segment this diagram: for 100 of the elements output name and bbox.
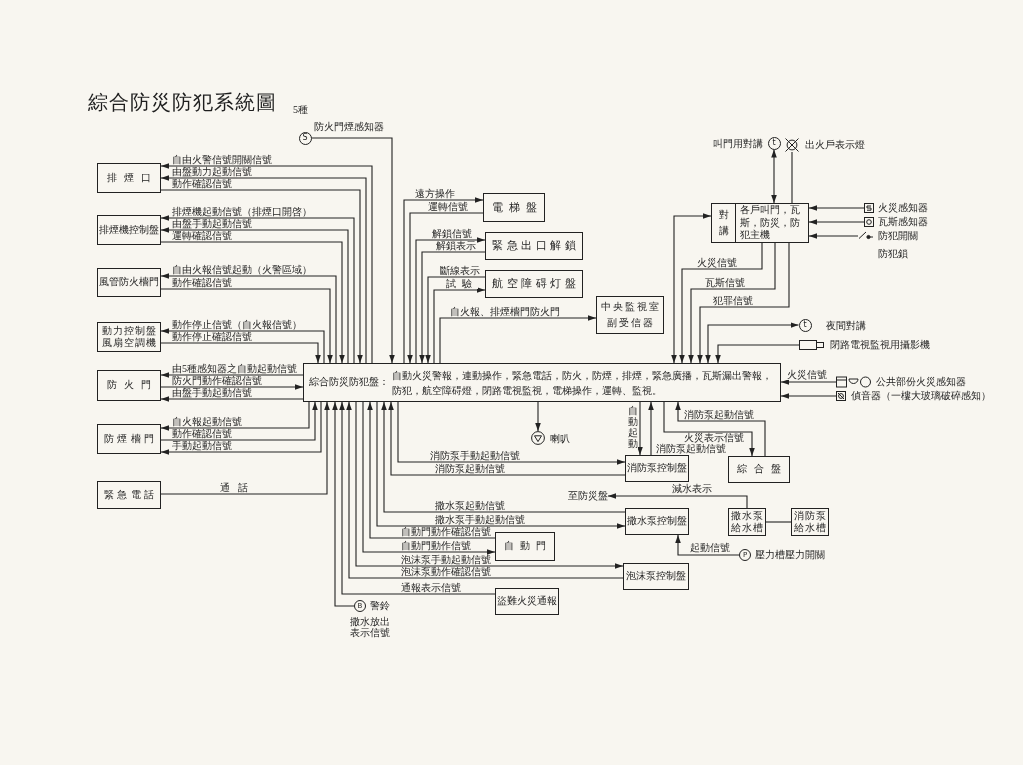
arrow (160, 328, 325, 364)
edge-label: 消防泵手動起動信號 (430, 451, 520, 461)
arrow (160, 401, 318, 441)
symbol-label: 火災感知器 (878, 202, 928, 213)
arrow (332, 401, 355, 607)
edge-label: 自火報起動信號 (172, 417, 242, 427)
arrow (697, 242, 790, 364)
sensor-icon (864, 217, 874, 227)
arrow (535, 401, 541, 432)
panel-text: 自動火災警報，連動操作，緊急電話，防火，防煙，排煙，緊急廣播，瓦斯漏出警報，防犯，航空障碍燈，閉路電視監視，電梯操作，運轉、監視。 (392, 368, 773, 398)
panel-box (303, 363, 781, 402)
arrow (439, 315, 597, 364)
equipment-box: 泡沫泵控制盤 (623, 563, 689, 590)
equipment-box: 消防泵控制盤 (625, 455, 689, 482)
edge-label: 防火門動作確認信號 (172, 376, 262, 386)
note-label: 防犯鎖 (878, 248, 908, 259)
arrow (160, 401, 322, 455)
arrow (688, 242, 776, 364)
edge-label: 由盤手動起動信號 (172, 388, 252, 398)
arrow (310, 137, 395, 364)
detector-icon (836, 376, 871, 388)
symbol-label: 偵音器（一樓大玻璃破碎感知） (851, 390, 991, 401)
edge-label: 試驗 (446, 279, 478, 289)
arrow (648, 401, 654, 456)
arrow (415, 237, 486, 364)
arrow (715, 344, 800, 364)
switch-icon (858, 231, 873, 240)
edge-label: 自動起動 (628, 405, 638, 449)
edge-label: 由5種感知器之自動起動信號 (172, 364, 297, 374)
equipment-box: 緊急電話 (97, 481, 161, 509)
lamp-icon (785, 138, 799, 152)
symbol-label: 出火戶表示燈 (805, 139, 865, 150)
edge-label: 遠方操作 (415, 189, 455, 199)
symbol-label: 夜間對講 (826, 320, 866, 331)
edge-label: 撒水放出表示信號 (350, 616, 392, 638)
edge-label: 火災信號 (787, 370, 827, 380)
edge-label: 瓦斯信號 (705, 278, 745, 288)
connector-line (791, 151, 793, 204)
edge-label: 火災信號 (697, 258, 737, 268)
equipment-box: 消防泵給水槽 (791, 508, 829, 536)
edge-label: 泡沫泵動作確認信號 (401, 567, 491, 577)
edge-label: 減水表示 (672, 484, 712, 494)
edge-label: 泡沫泵手動起動信號 (401, 555, 491, 565)
arrow (705, 322, 800, 364)
equipment-box: 撒水泵給水槽 (728, 508, 766, 536)
symbol-label: 警鈴 (370, 600, 390, 611)
body-text: 各戶叫門，瓦斯，防災，防犯主機 (740, 204, 801, 242)
equipment-box: 排煙機控制盤 (97, 215, 161, 245)
arrow (780, 393, 837, 399)
equipment-box: 緊急出口解鎖 (485, 232, 583, 260)
edge-label: 火災表示信號 (684, 433, 744, 443)
edge-label: 撒水泵手動起動信號 (435, 515, 525, 525)
equipment-box: 撒水泵控制盤 (625, 508, 689, 535)
edge-label: 由盤動力起動信號 (172, 167, 252, 177)
connector-line (765, 521, 792, 523)
edge-label: 解鎖表示 (436, 241, 476, 251)
arrow (808, 205, 865, 211)
arrow (160, 384, 304, 390)
equipment-box: 防火門 (97, 370, 161, 401)
arrow (663, 401, 755, 457)
symbol-label: 閉路電視監視用攝影機 (830, 339, 930, 350)
arrow (160, 342, 321, 364)
equipment-box: 航空障碍灯盤 (485, 270, 583, 298)
edge-label: 由盤手動起動信號 (172, 219, 252, 229)
lettered-circle: t (798, 318, 812, 332)
symbol-label: 公共部份火災感知器 (876, 376, 966, 387)
edge-label: 消防泵起動信號 (684, 410, 754, 420)
lettered-circle: t (767, 136, 781, 150)
arrow (160, 372, 304, 378)
equipment-box: 綜合盤 (728, 456, 790, 483)
edge-label: 斷線表示 (440, 266, 480, 276)
arrow (671, 213, 712, 364)
edge-label: 消防泵起動信號 (656, 444, 726, 454)
arrow (607, 493, 748, 509)
arrow (339, 401, 496, 595)
symbol-label: 防犯開關 (878, 230, 918, 241)
arrow (433, 287, 486, 364)
equipment-box: 中央監視室副受信器 (596, 296, 664, 334)
symbol-label: 壓力槽壓力開關 (755, 549, 825, 560)
destination-label: 至防災盤 (566, 490, 608, 502)
arrow (160, 401, 310, 431)
edge-label: 犯罪信號 (713, 296, 753, 306)
edge-label: 運轉信號 (428, 202, 468, 212)
edge-label: 自由火警信號開關信號 (172, 155, 272, 165)
arrow (637, 401, 643, 456)
arrow (679, 242, 763, 364)
speaker-icon (531, 431, 545, 445)
equipment-box (711, 203, 809, 243)
arrow (160, 396, 304, 402)
edge-label: 動作確認信號 (172, 429, 232, 439)
symbol-label: 5種 (293, 104, 308, 115)
symbol-label: 喇叭 (550, 433, 570, 444)
equipment-box: 自動門 (495, 532, 555, 561)
symbol-label: 叫門用對講 (713, 138, 763, 149)
edge-label: 自火報、排煙檣門防火門 (450, 307, 560, 317)
arrow (160, 401, 330, 495)
edge-label: 撒水泵起動信號 (435, 501, 505, 511)
arrow (419, 251, 486, 364)
arrow (388, 401, 626, 476)
arrow (771, 148, 777, 204)
